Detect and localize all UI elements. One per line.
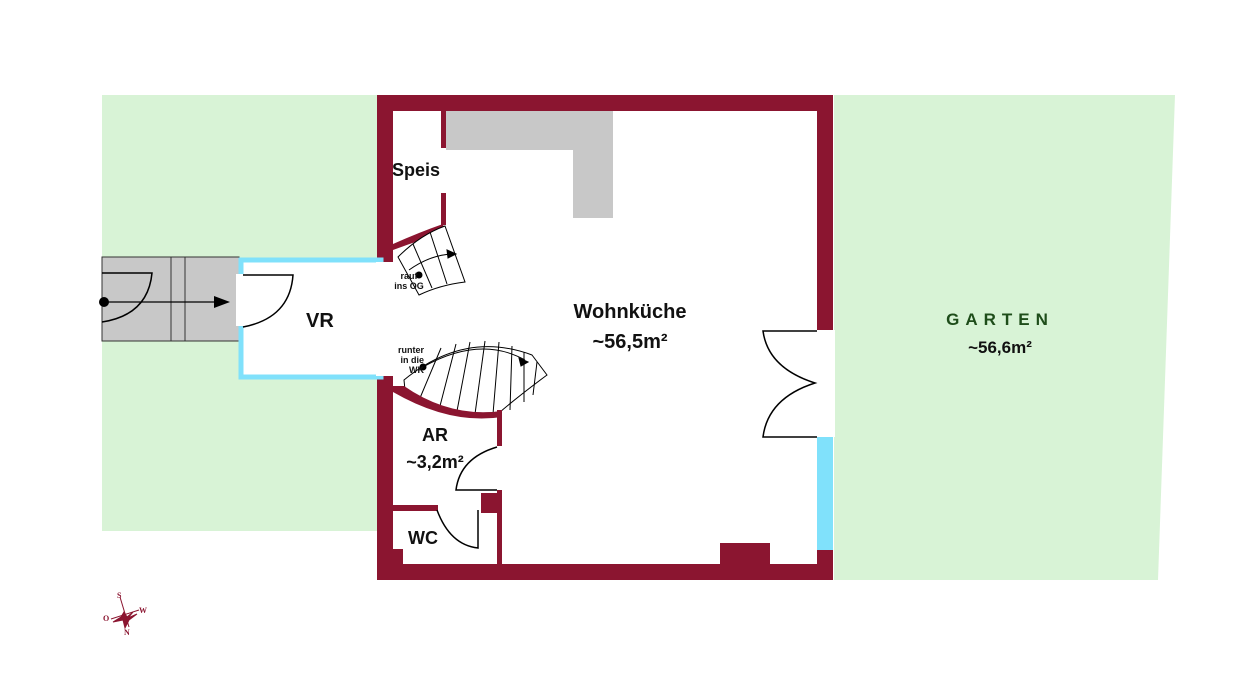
stair-up-label: rauf ins OG	[392, 271, 426, 291]
right-garden	[834, 95, 1175, 580]
compass-w: W	[139, 606, 147, 615]
stair-down-label: runter in die WK	[390, 345, 424, 375]
entrance-door[interactable]	[242, 274, 294, 328]
stair-down-line1: runter	[397, 345, 424, 355]
kitchen-counter	[446, 111, 613, 218]
stair-up-line2: ins OG	[394, 281, 424, 291]
ar-door[interactable]	[455, 446, 498, 491]
terrace-door[interactable]	[762, 330, 818, 438]
stair-down-line2: in die	[400, 355, 424, 365]
compass-icon	[110, 596, 140, 630]
room-area-ar: ~3,2m²	[406, 452, 464, 472]
entrance-steps	[99, 256, 240, 342]
stair-down-line3: WK	[409, 365, 424, 375]
room-label-speis: Speis	[392, 160, 441, 180]
wc-door[interactable]	[436, 509, 479, 549]
room-label-vr: VR	[306, 310, 334, 332]
room-area-garten: ~56,6m²	[968, 338, 1032, 357]
room-label-wohnkueche: Wohnküche	[573, 301, 687, 323]
compass-o: O	[103, 614, 110, 623]
window	[817, 437, 833, 550]
room-label-ar: AR	[422, 425, 448, 445]
stair-up	[397, 225, 466, 296]
room-label-garten: GARTEN	[946, 310, 1054, 329]
compass-n: N	[124, 628, 130, 637]
stair-up-line1: rauf	[400, 271, 418, 281]
room-label-wc: WC	[408, 528, 438, 548]
room-area-wohnkueche: ~56,5m²	[592, 331, 668, 353]
compass-s: S	[117, 591, 122, 600]
